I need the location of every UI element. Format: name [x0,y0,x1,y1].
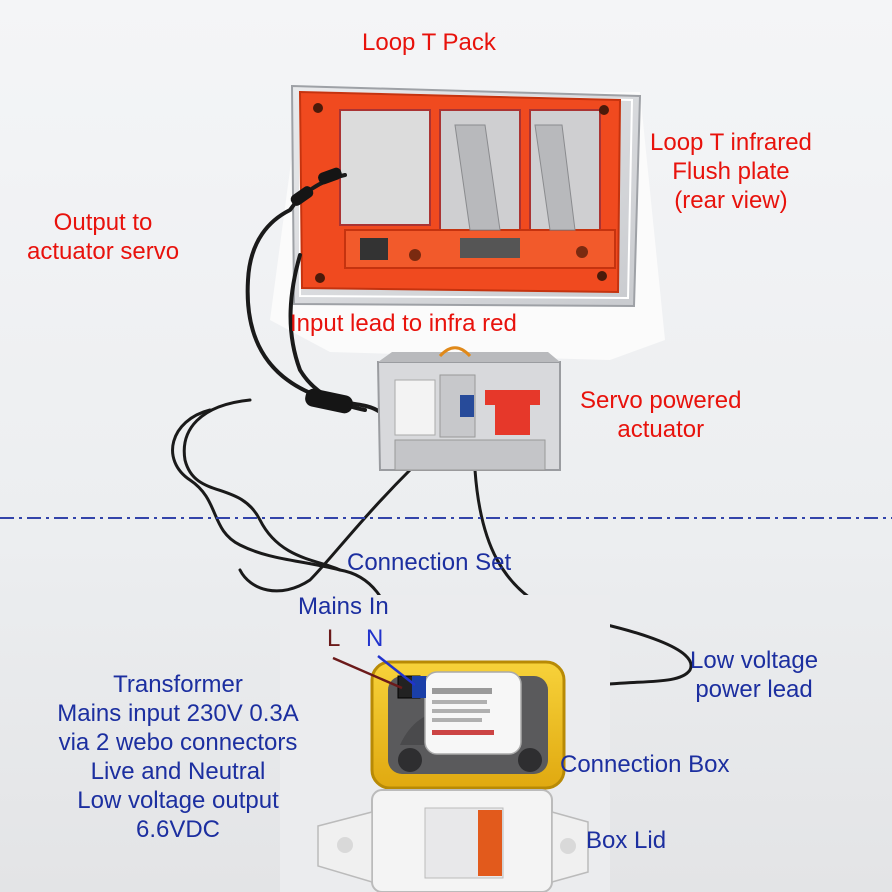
label-neutral: N [366,625,384,652]
servo-actuator-unit [376,346,561,471]
label-transformer: Transformer Mains input 230V 0.3A via 2 … [22,670,334,844]
ferrite-bead [305,388,353,414]
label-line: actuator [617,416,705,443]
neutral-wire [377,655,416,686]
label-output-servo: Output to actuator servo [27,208,179,266]
label-line: actuator servo [27,238,180,265]
label-input-lead: Input lead to infra red [290,310,517,337]
label-line: 6.6VDC [135,816,221,843]
label-line: Live and Neutral [90,758,266,785]
label-box-lid: Box Lid [586,827,667,854]
label-line: Low voltage output [77,787,279,814]
box-lid [317,789,589,892]
label-line: (rear view) [674,187,788,214]
label-line: Servo powered [580,387,742,414]
label-flush-plate: Loop T infrared Flush plate (rear view) [650,128,812,215]
transformer-module [397,671,522,755]
connector-plug [290,186,314,206]
label-low-voltage-lead: Low voltage power lead [690,646,818,704]
label-line: power lead [695,676,813,703]
label-mains-in: Mains In [298,593,389,620]
label-line: Low voltage [690,647,819,674]
label-connection-box: Connection Box [560,751,730,778]
connector-plug [318,167,342,185]
live-wire [332,656,403,690]
label-live: L [327,625,341,652]
label-line: Mains input 230V 0.3A [57,700,299,727]
label-connection-set: Connection Set [347,549,512,576]
label-line: via 2 webo connectors [58,729,298,756]
label-line: Output to [53,209,153,236]
label-line: Loop T infrared [650,129,812,156]
label-loop-t-pack: Loop T Pack [362,29,496,56]
loop-t-pack-frame [298,90,622,294]
label-line: Transformer [113,671,243,698]
label-servo-actuator: Servo powered actuator [580,386,741,444]
label-line: Flush plate [672,158,790,185]
